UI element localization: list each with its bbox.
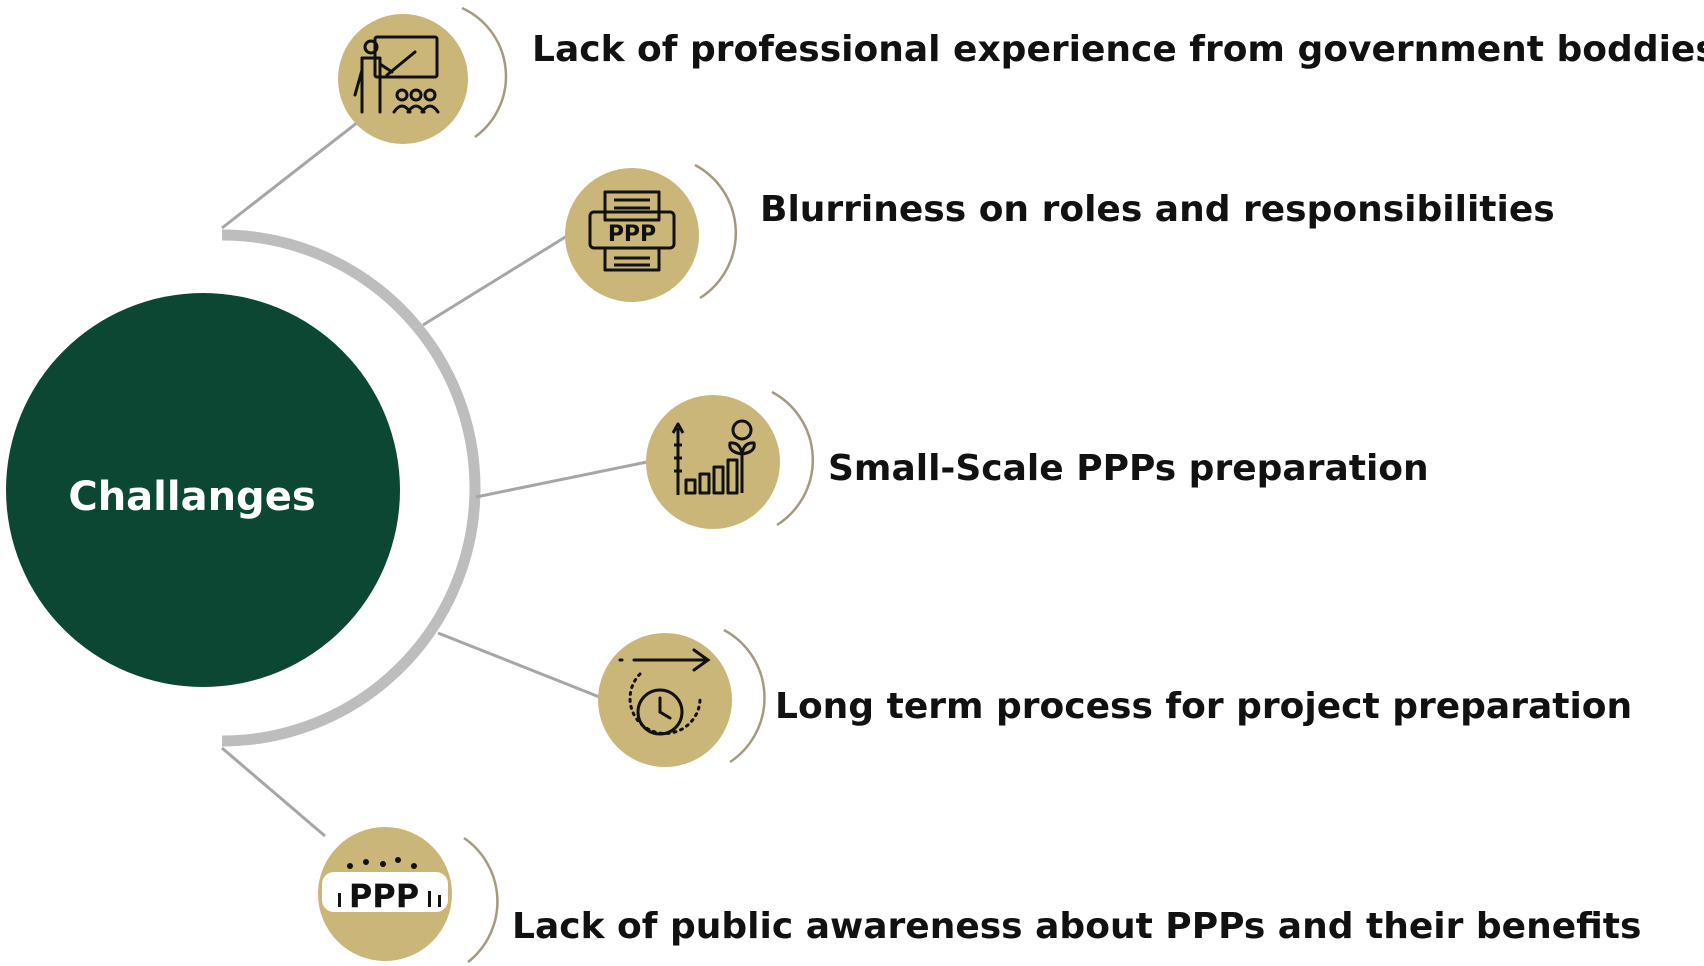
- hub-label: Challanges: [68, 474, 315, 520]
- hub-circle: [6, 293, 400, 687]
- clock-arrow-icon: [618, 648, 711, 736]
- challenge-item-4: Long term process for project preparatio…: [598, 628, 1632, 767]
- challenge-label-5: Lack of public awareness about PPPs and …: [512, 906, 1641, 947]
- challenge-label-3: Small-Scale PPPs preparation: [828, 448, 1429, 489]
- ppp-people-icon: PPP: [322, 857, 448, 915]
- icon-bracket: [694, 163, 737, 300]
- hub: Challanges: [6, 293, 400, 687]
- connector-3: [475, 460, 648, 499]
- connector-5: [221, 746, 326, 838]
- connector-2: [422, 234, 568, 327]
- connectors: [221, 120, 648, 838]
- ppp-people-text: PPP: [349, 877, 419, 915]
- icon-bracket: [463, 836, 499, 963]
- connector-4: [437, 631, 608, 702]
- growth-chart-icon: [671, 419, 756, 495]
- challenge-item-5: PPP Lack of public awareness about PPPs …: [318, 827, 1641, 963]
- icon-circle: [598, 633, 732, 767]
- connector-1: [221, 120, 359, 230]
- icon-bracket: [771, 390, 814, 527]
- icon-circle: [565, 168, 699, 302]
- icon-circle: [338, 14, 468, 144]
- challenge-label-2: Blurriness on roles and responsibilities: [760, 189, 1555, 230]
- teacher-presentation-icon: [353, 35, 440, 114]
- icon-bracket: [723, 628, 766, 764]
- challenge-label-4: Long term process for project preparatio…: [775, 686, 1632, 727]
- icon-circle: [646, 395, 780, 529]
- hub-arc: [221, 229, 481, 747]
- icon-bracket: [461, 6, 508, 139]
- challenge-item-3: Small-Scale PPPs preparation: [646, 390, 1429, 529]
- challenge-label-1: Lack of professional experience from gov…: [532, 29, 1704, 70]
- ppp-document-icon: PPP: [588, 190, 676, 272]
- challenge-item-2: PPP Blurriness on roles and responsibili…: [565, 163, 1555, 302]
- ppp-document-text: PPP: [608, 222, 656, 247]
- challenge-item-1: Lack of professional experience from gov…: [338, 6, 1704, 144]
